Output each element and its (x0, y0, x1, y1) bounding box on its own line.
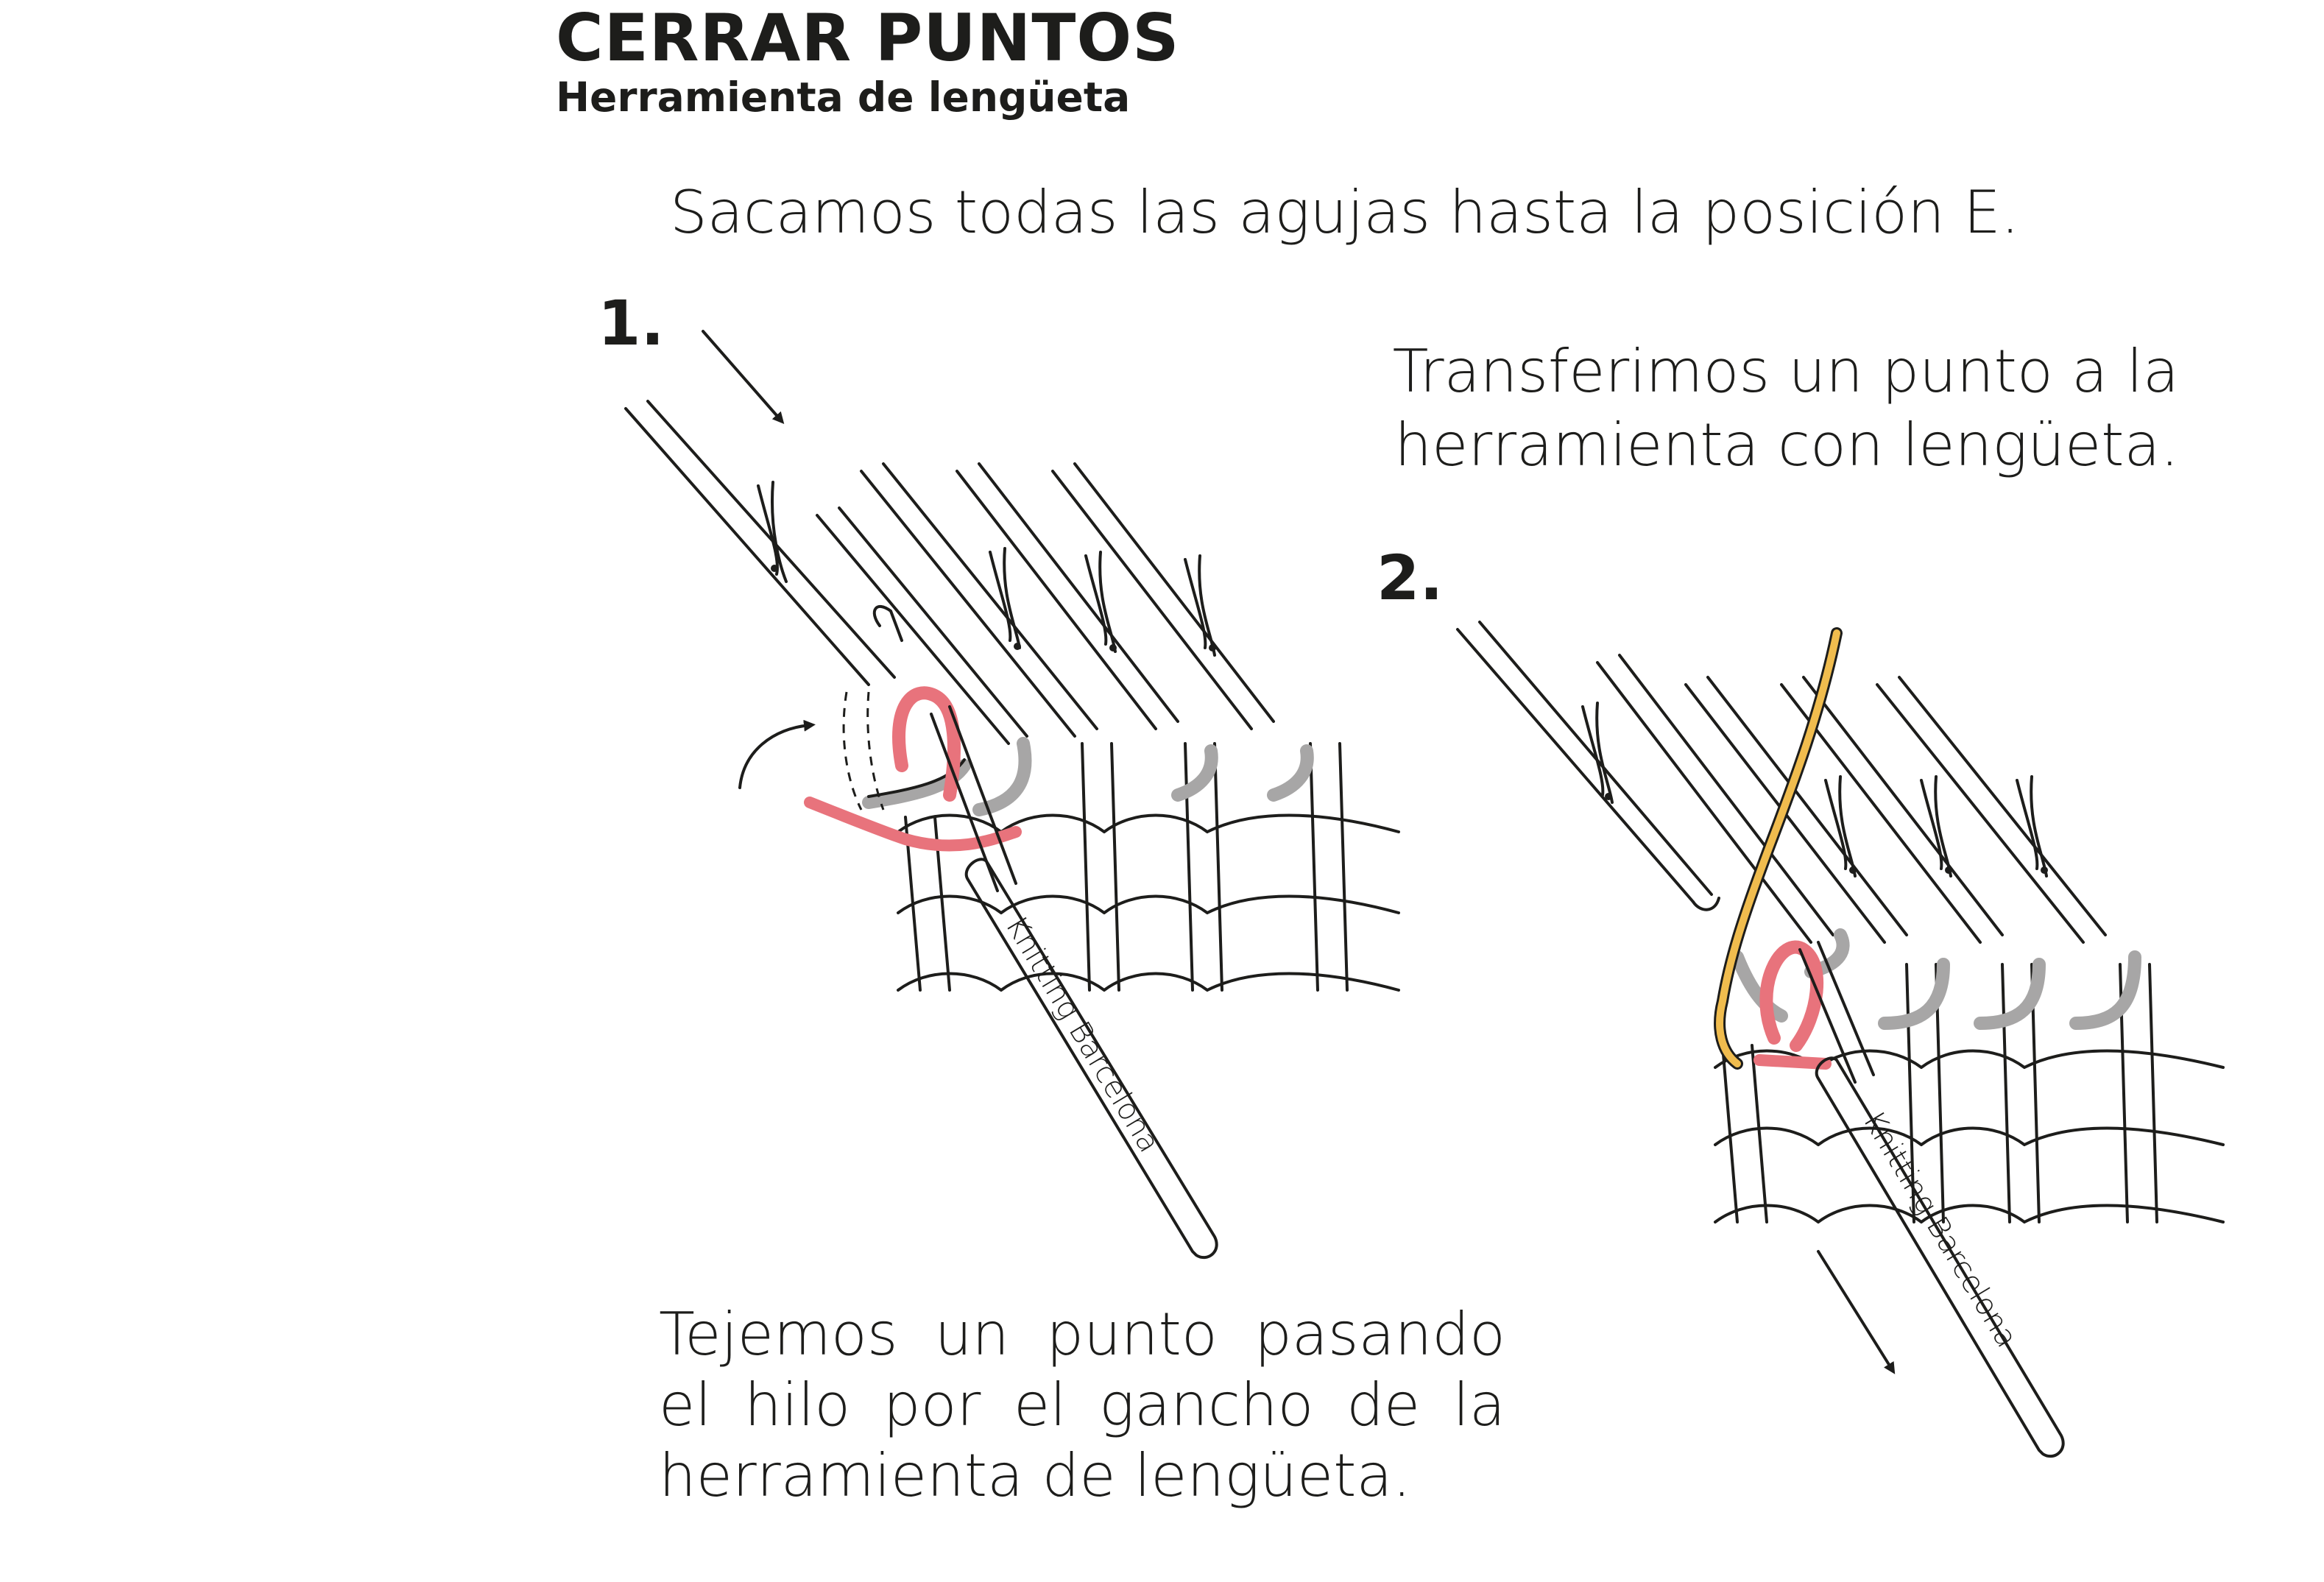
step-1-fabric (898, 744, 1399, 990)
step-1-needles (626, 401, 1274, 744)
step-1-illustration: Knitting Barcelona (626, 331, 1399, 1257)
step-1-curved-arrow (740, 725, 810, 788)
step-2-latch-tool: Knitting Barcelona (1800, 942, 2063, 1456)
step-2-illustration: Knitting Barcelona (1458, 622, 2223, 1456)
step-1-tool-label: Knitting Barcelona (998, 910, 1166, 1158)
step-1-gray-stitches (869, 744, 1307, 810)
step-2-needles (1458, 622, 2105, 942)
step-1-down-arrow (703, 331, 780, 420)
step-1-latch-tool: Knitting Barcelona (931, 707, 1217, 1257)
step-2-down-arrow (1818, 1251, 1892, 1369)
step-2-fabric (1715, 964, 2223, 1222)
step-2-pink-yarn (1759, 947, 1826, 1064)
